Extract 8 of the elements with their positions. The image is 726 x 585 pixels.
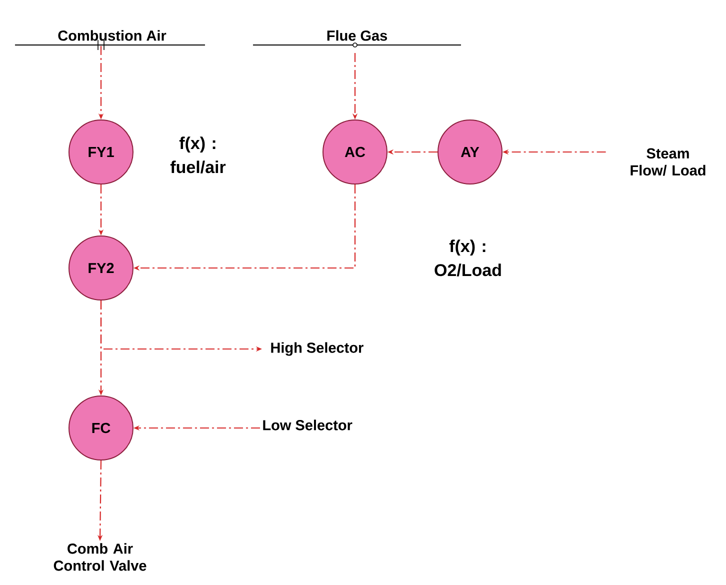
signal-label: Steam Flow/ Load <box>630 148 706 176</box>
function-label: f(x) : O2/Load <box>434 240 501 276</box>
signal-label: High Selector <box>271 342 364 356</box>
function-label: f(x) : fuel/air <box>170 136 226 174</box>
signal-label: Comb Air Control Valve <box>54 543 146 571</box>
pipe-label: Combustion Air <box>58 30 166 41</box>
pipe-label: Flue Gas <box>327 30 388 41</box>
signal-label: Low Selector <box>263 420 352 430</box>
